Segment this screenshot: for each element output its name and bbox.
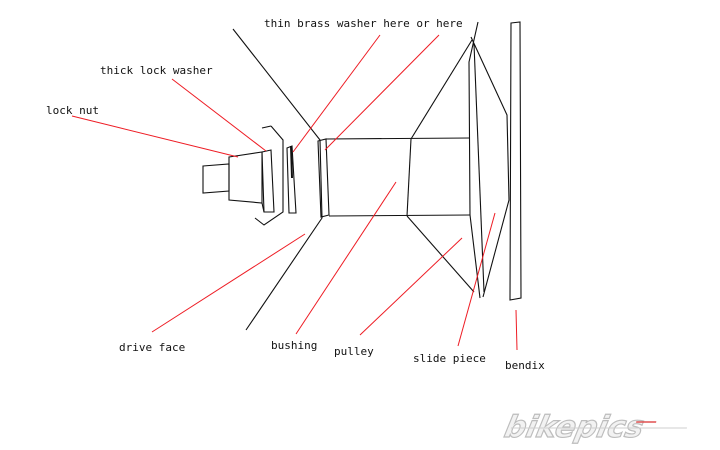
leader-bendix — [515, 309, 518, 351]
pulley-body-drawing — [325, 39, 475, 293]
thin-washer-right-drawing — [317, 138, 330, 218]
leader-drive-face — [151, 233, 306, 333]
label-thick-lock-washer: thick lock washer — [100, 64, 213, 77]
label-bushing: bushing — [271, 339, 318, 352]
leader-lines — [71, 34, 518, 351]
bendix-drawing — [509, 21, 522, 301]
label-lock-nut: lock nut — [46, 104, 99, 117]
label-pulley: pulley — [334, 345, 374, 358]
leader-thin-washer-left — [292, 34, 381, 153]
label-thin-brass-washer: thin brass washer here or here — [264, 17, 463, 30]
thin-washer-left-drawing — [286, 145, 297, 214]
leader-bushing — [295, 181, 397, 335]
leader-pulley — [359, 237, 463, 336]
label-slide-piece: slide piece — [413, 352, 486, 365]
watermark-logo: bikepics — [501, 410, 688, 446]
drive-face-drawing — [232, 28, 323, 331]
slide-piece-drawing — [468, 21, 510, 299]
label-bendix: bendix — [505, 359, 545, 372]
leader-slide-piece — [457, 212, 496, 347]
label-drive-face: drive face — [119, 341, 186, 354]
leader-lock-nut — [71, 115, 239, 158]
leader-thin-washer-right — [324, 34, 440, 151]
thick-lock-washer-drawing — [261, 149, 275, 213]
leader-thick-lock-washer — [171, 78, 267, 152]
lock-nut-drawing — [202, 151, 263, 204]
